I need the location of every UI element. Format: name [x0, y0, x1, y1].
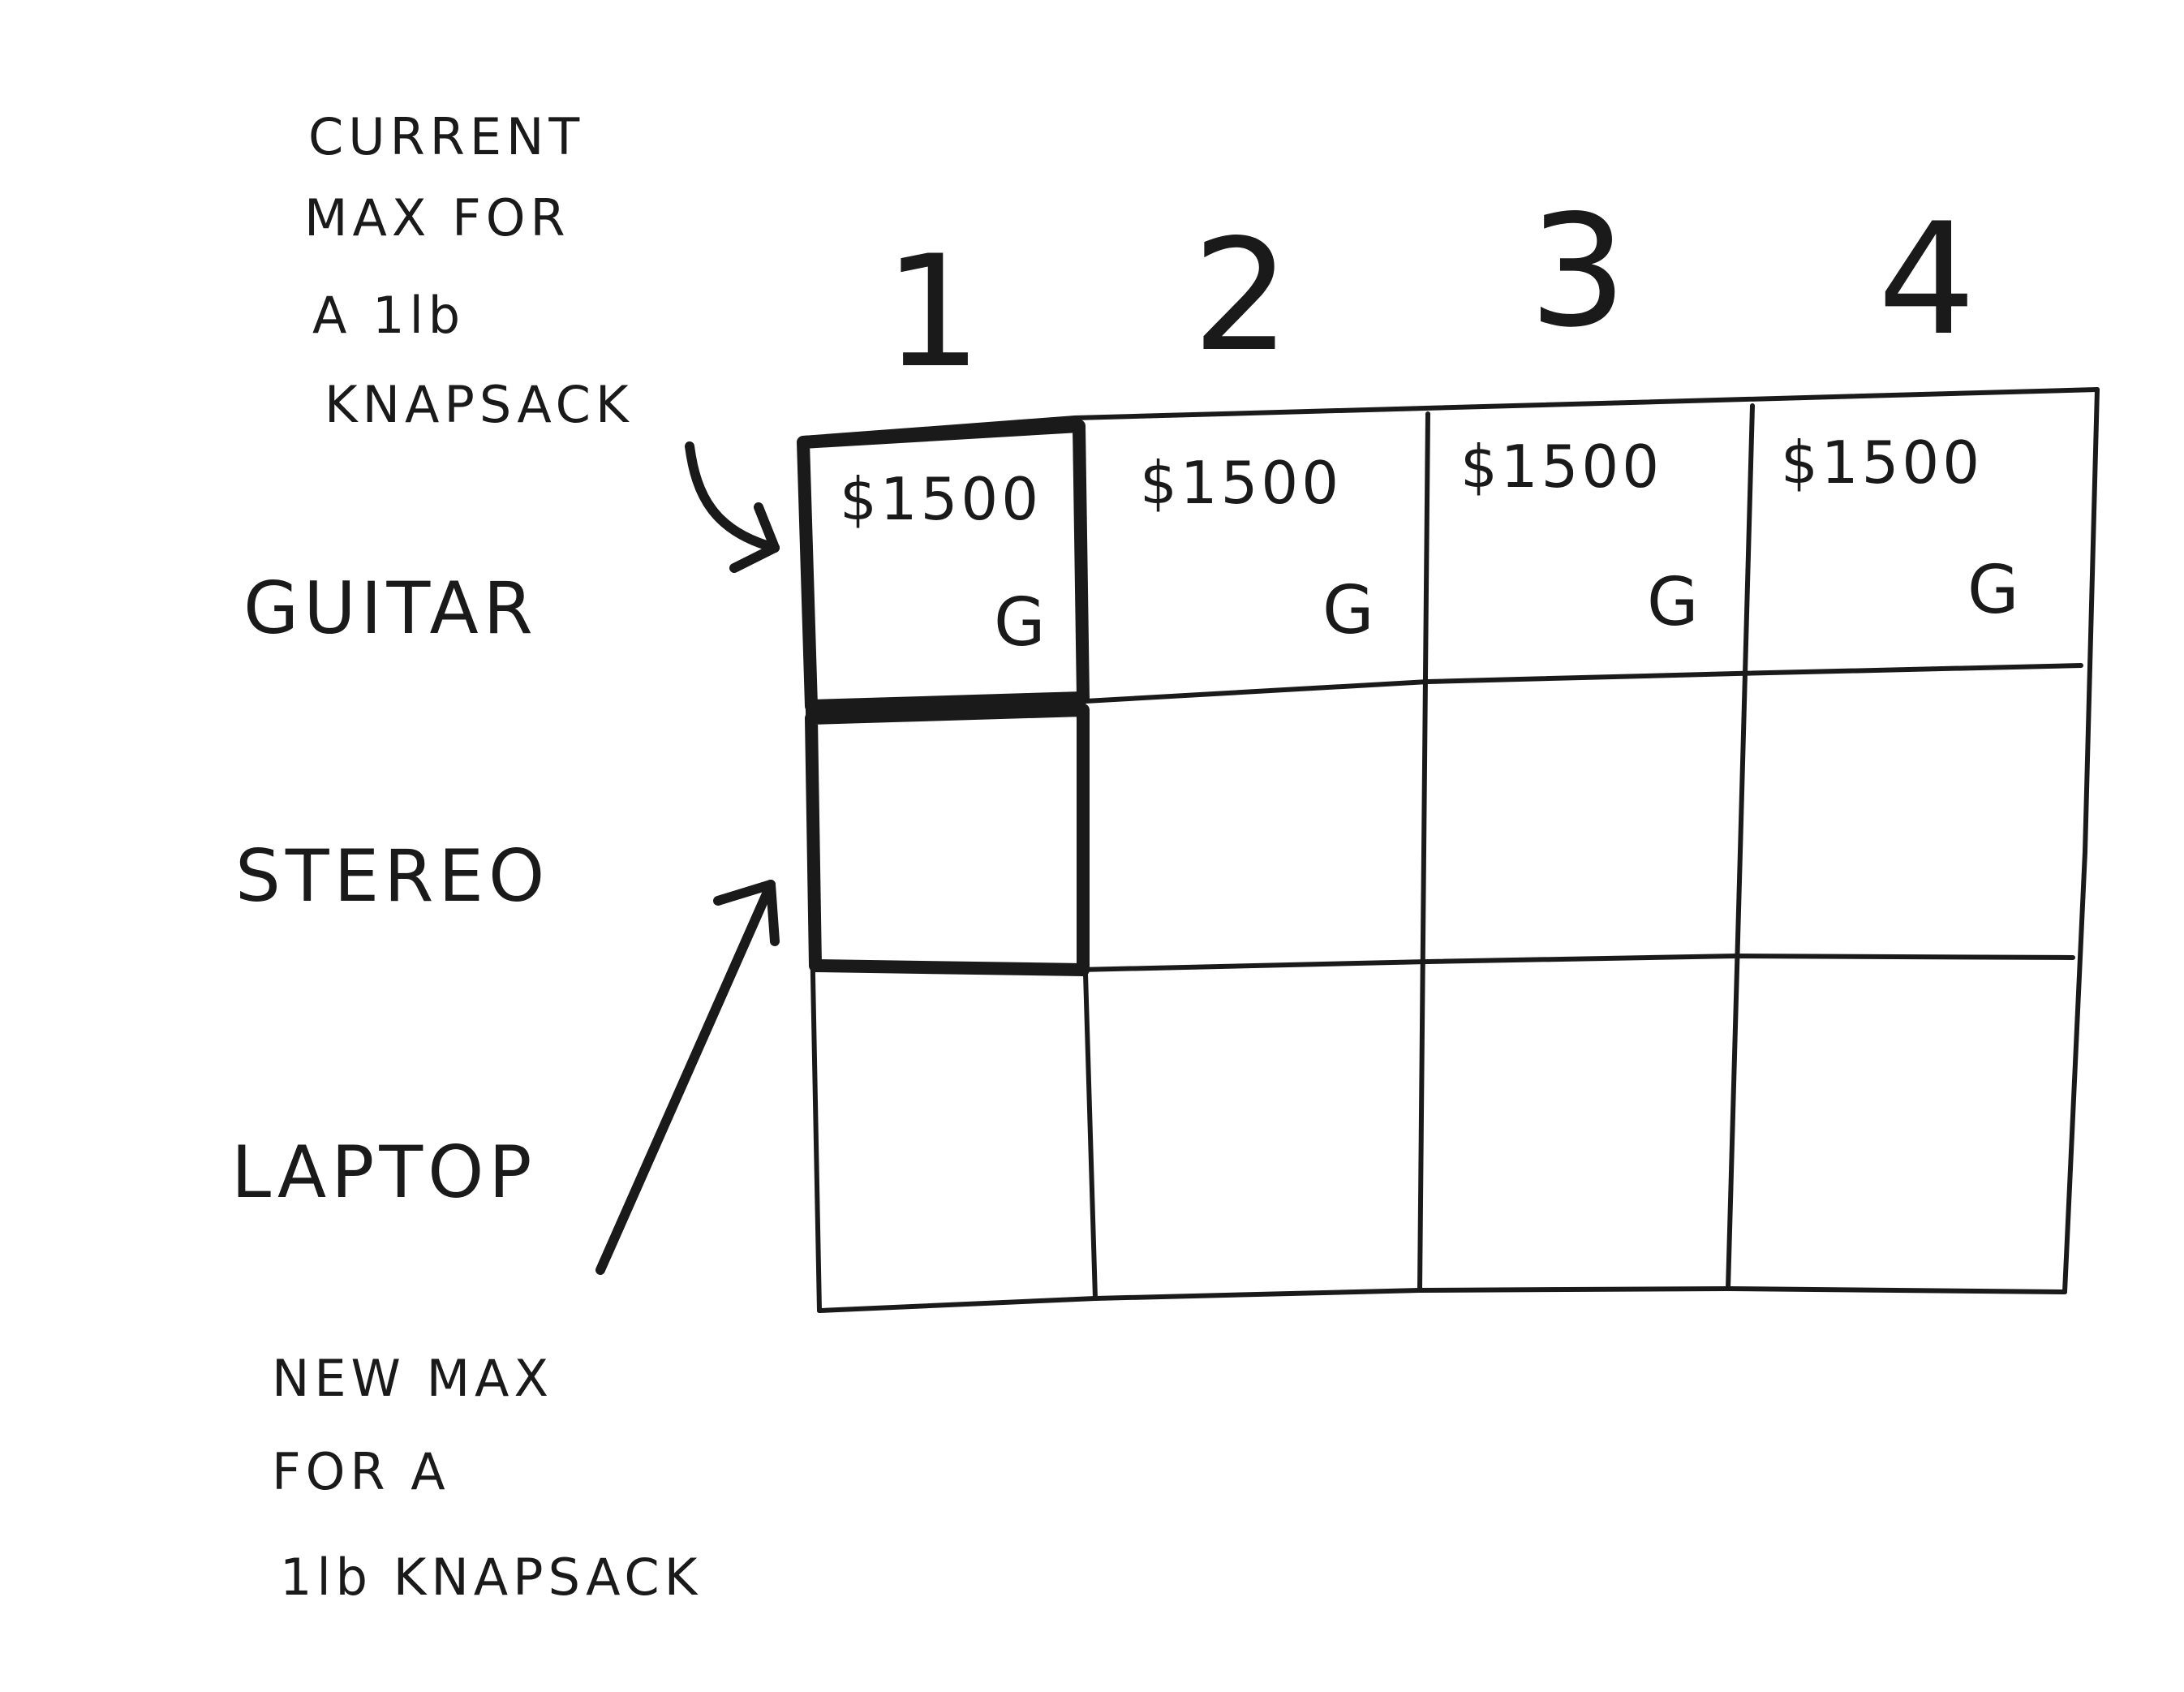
new-max-arrow — [595, 880, 780, 1275]
new-max-note-line-2: FOR A — [272, 1442, 450, 1501]
column-header: 1 — [884, 222, 982, 402]
row-label: GUITAR — [243, 566, 538, 650]
grid-bottom-border — [817, 1285, 2067, 1313]
row-label: LAPTOP — [231, 1130, 536, 1214]
grid-column-divider — [1726, 403, 1755, 1291]
highlighted-cells — [797, 420, 1090, 976]
column-headers: 1 2 3 4 — [884, 182, 1976, 402]
column-header: 2 — [1193, 206, 1291, 385]
new-max-note-line-1: NEW MAX — [272, 1349, 553, 1408]
current-max-note-line-2: MAX FOR — [304, 188, 570, 248]
cell-item: G — [1322, 572, 1374, 649]
cell-value: $1500 — [1460, 433, 1662, 501]
current-max-note: CURRENT MAX FOR A 1lb KNAPSACK — [304, 107, 634, 434]
guitar-row-cells: $1500 G $1500 G $1500 G $1500 G — [840, 428, 2019, 661]
grid-right-border — [2062, 387, 2100, 1294]
column-header: 3 — [1529, 182, 1627, 361]
cell-value: $1500 — [840, 465, 1042, 533]
cell-value: $1500 — [1140, 449, 1342, 517]
current-max-note-line-4: KNAPSACK — [325, 375, 634, 434]
highlight-new-max-cell — [805, 704, 1090, 976]
new-max-note-line-3: 1lb KNAPSACK — [280, 1548, 702, 1607]
current-max-note-line-1: CURRENT — [308, 107, 584, 166]
row-labels: GUITAR STEREO LAPTOP — [231, 566, 549, 1214]
row-label: STEREO — [235, 834, 549, 918]
cell-item: G — [994, 584, 1046, 661]
new-max-note: NEW MAX FOR A 1lb KNAPSACK — [272, 1349, 702, 1607]
highlight-current-max-cell — [797, 420, 1090, 713]
cell-value: $1500 — [1781, 428, 1983, 497]
current-max-arrow — [685, 441, 780, 573]
cell-item: G — [1967, 552, 2019, 629]
column-header: 4 — [1878, 190, 1976, 369]
current-max-note-line-3: A 1lb — [312, 286, 465, 345]
cell-item: G — [1647, 564, 1699, 641]
grid-column-divider — [1417, 411, 1430, 1293]
